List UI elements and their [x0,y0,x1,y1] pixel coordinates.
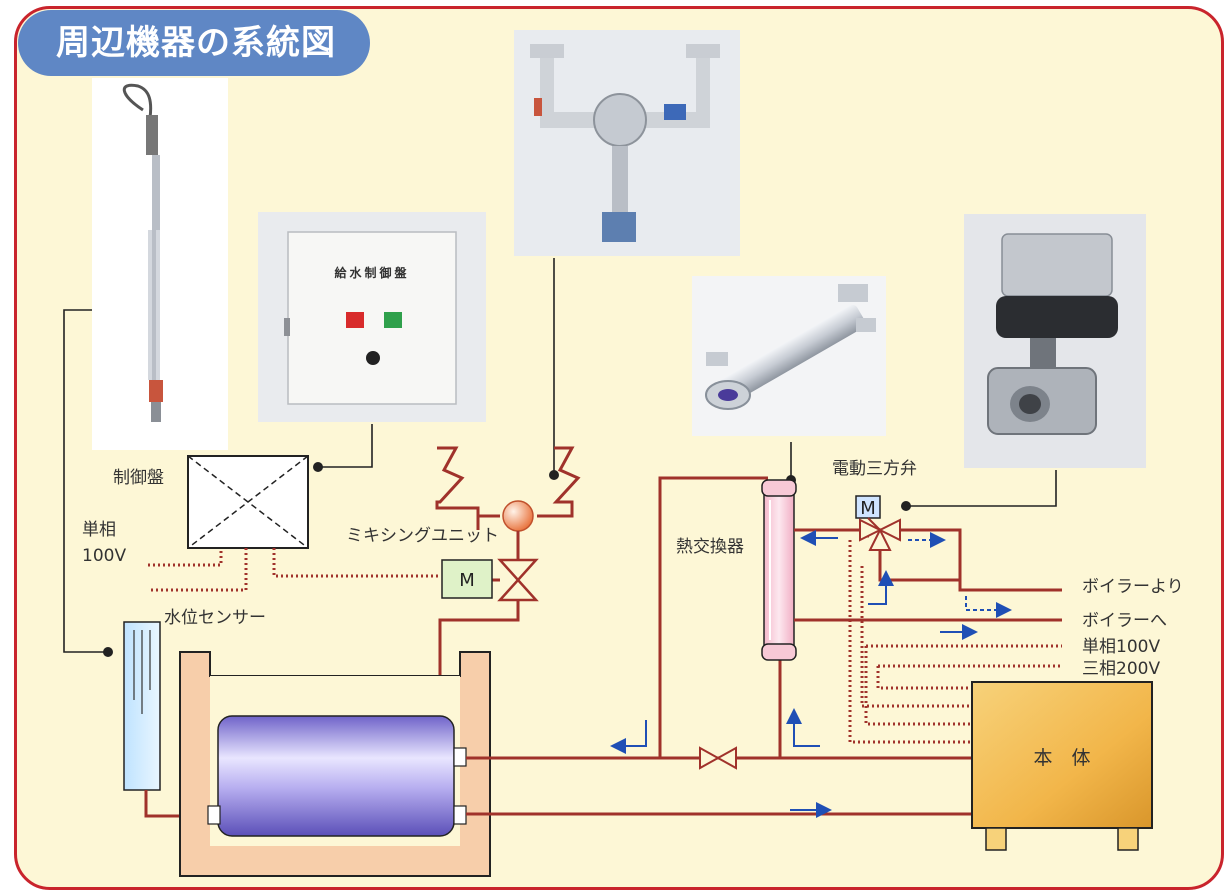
mixing-right-inlet [537,446,581,518]
single-phase-100v-drop [864,646,970,726]
flow-arrow-valve-in [868,570,894,605]
panel-mixing-wire [272,548,440,578]
gate-valve [699,746,737,770]
three-way-valve-label: 電動三方弁 [832,459,917,479]
mixing-ball-valve [502,500,534,532]
heat-exchanger-photo [692,276,886,436]
mixing-left-inlet [435,446,480,530]
valve-wire [860,566,970,708]
three-phase-200v-label: 三相200V [1082,659,1160,679]
mixing-unit-photo [514,30,740,256]
control-panel [187,455,309,549]
valve-connector-dot [901,501,911,511]
valve-down-pipe [878,550,960,582]
mixing-two-way-valve [497,558,539,602]
single-phase-label-top: 単相 [82,520,116,540]
three-phase-200v-drop [876,666,970,690]
from-boiler-pipe [900,528,1062,592]
flow-arrow-hex-up [786,708,820,747]
sensor-connector-dot [103,647,113,657]
panel-connector-dot [313,462,323,472]
three-way-valve [859,518,901,551]
sensor-signal-line [63,309,108,653]
panel-sensor-wire [150,548,248,592]
tank-cylinder [217,715,455,837]
mixing-outlet-pipe [438,600,520,678]
panel-photo-link-line [320,424,373,468]
flow-arrow-bypass [610,720,647,754]
water-level-sensor-photo [92,78,228,450]
bypass-pipe [658,476,768,758]
single-phase-100v-label: 単相100V [1082,637,1160,657]
to-boiler-label: ボイラーへ [1082,611,1167,631]
mixing-motor [441,559,493,599]
mixing-unit-label: ミキシングユニット [346,526,499,546]
heat-exchanger [763,493,795,647]
control-wire-main [848,540,970,744]
panel-power-wire [148,548,223,567]
heat-exchanger-label: 熱交換器 [676,537,744,557]
panel-photo-caption: 給水制御盤 [334,265,409,280]
mixing-motor-symbol: M [459,570,475,591]
water-level-sensor-label: 水位センサー [164,608,266,628]
flow-arrow-to-boiler-dashed [965,596,1012,618]
mixing-connector-dot [549,470,559,480]
diagram-title: 周辺機器の系統図 [18,10,370,76]
control-panel-label: 制御盤 [113,468,164,488]
from-boiler-label: ボイラーより [1082,577,1184,597]
control-panel-photo: 給水制御盤 [258,212,486,422]
three-way-valve-photo [964,214,1146,468]
valve-motor-symbol: M [860,498,876,519]
main-body [971,681,1153,829]
main-body-label: 本 体 [1033,747,1090,769]
single-phase-label-bottom: 100V [82,546,126,566]
valve-photo-link-line [910,470,1057,507]
